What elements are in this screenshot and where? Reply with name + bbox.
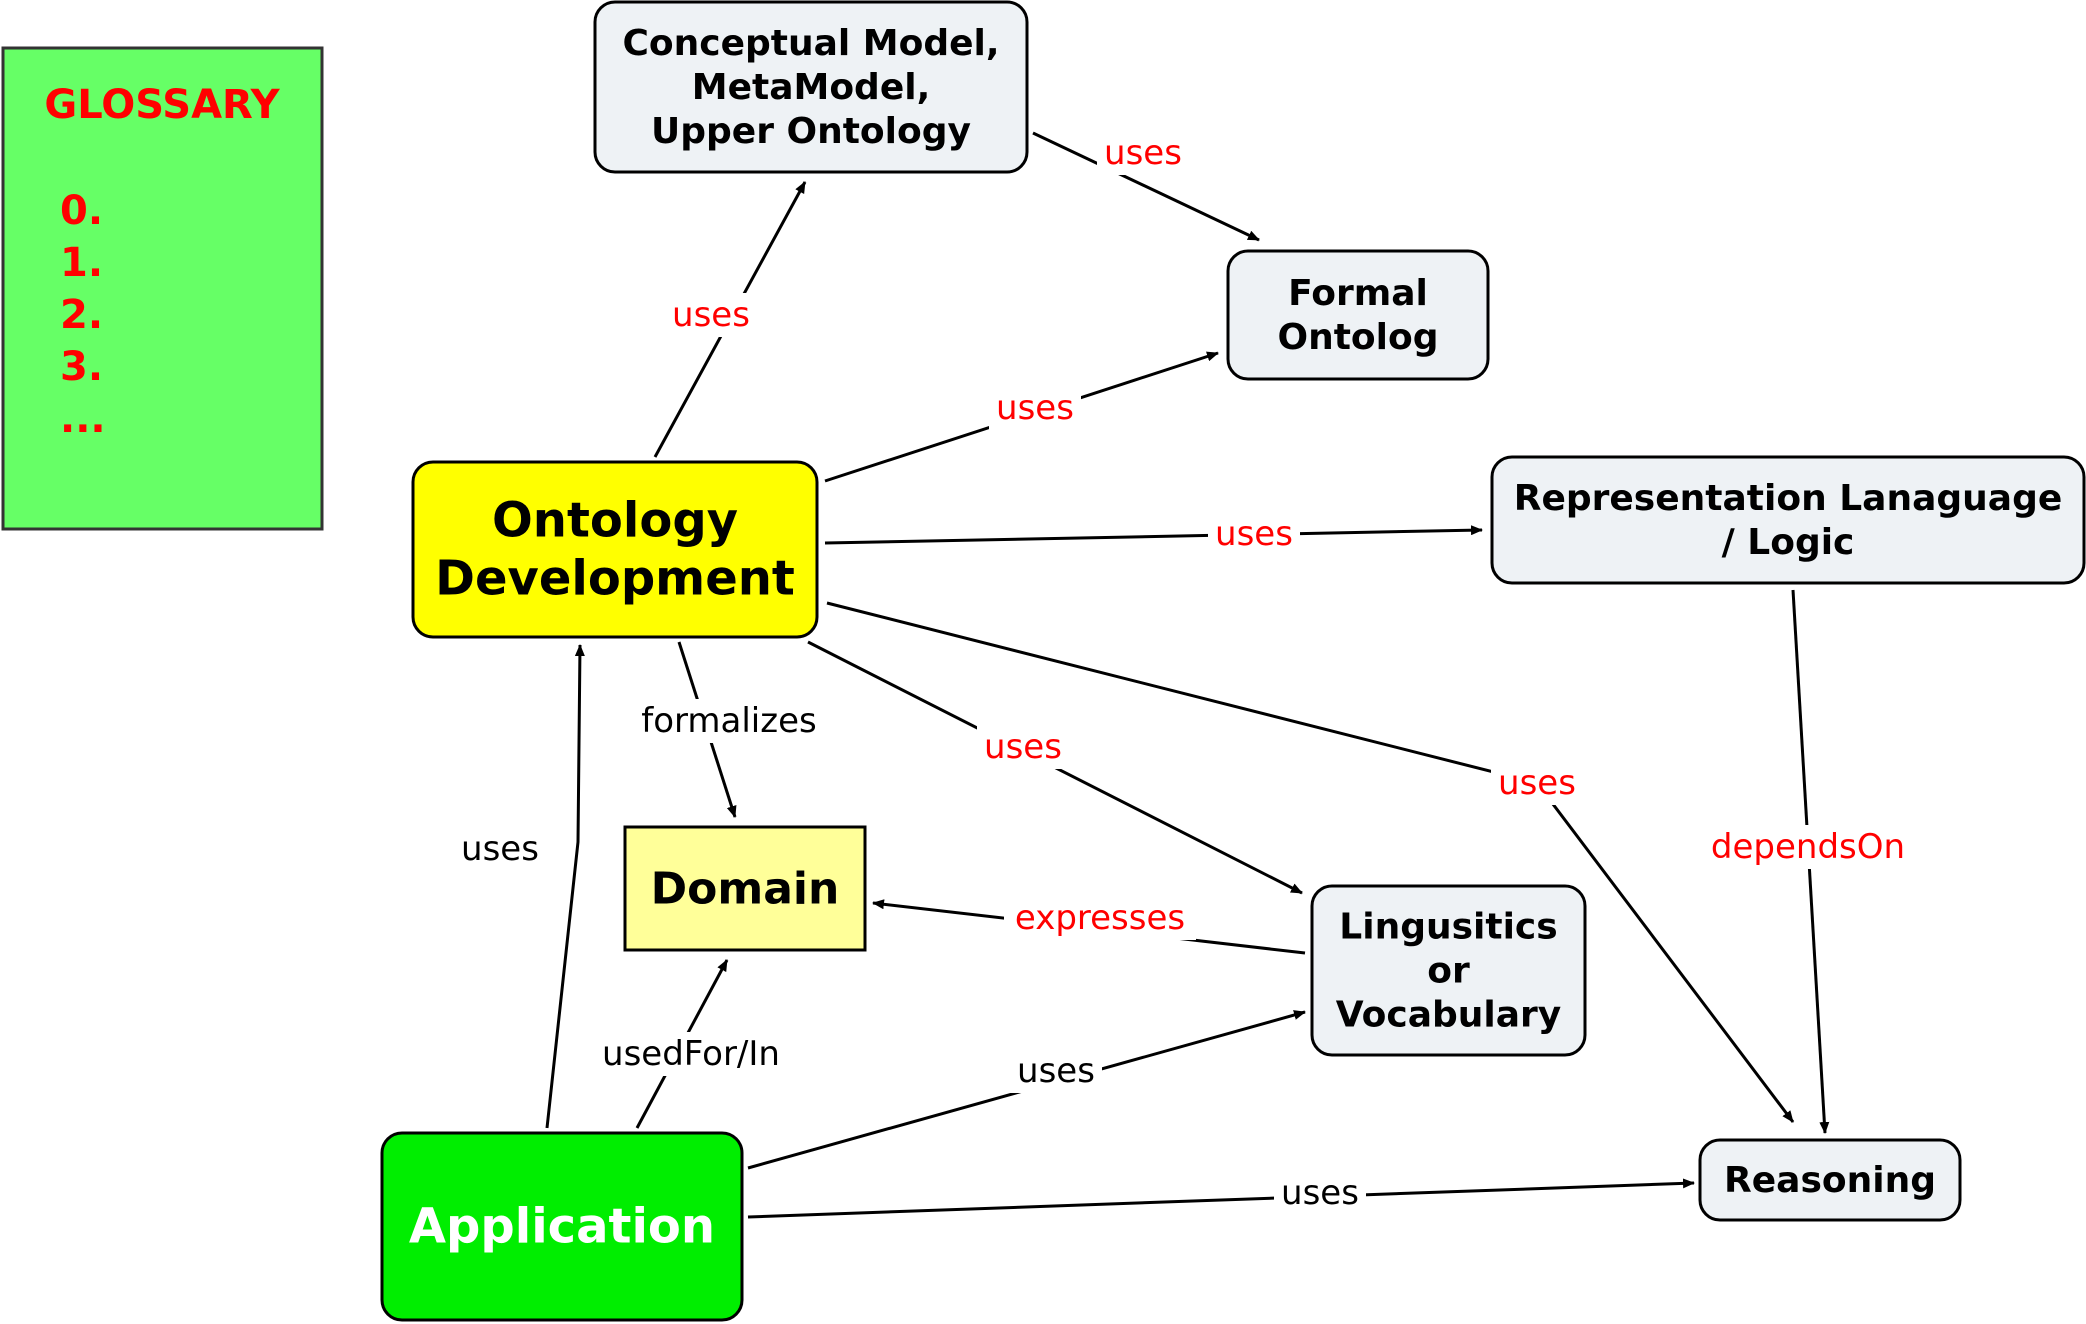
node-label-line: MetaModel, [692, 67, 931, 108]
node-label-line: Development [435, 551, 795, 607]
node-conceptual-model: Conceptual Model,MetaModel,Upper Ontolog… [593, 0, 1029, 174]
node-label-line: or [1427, 951, 1470, 992]
glossary-title: GLOSSARY [44, 82, 280, 128]
edge-app-dom: usedFor/In [585, 959, 797, 1129]
edge-label: uses [996, 388, 1074, 428]
edge-label: uses [1281, 1173, 1359, 1213]
edge-label: uses [1215, 514, 1293, 554]
edge-label-bg [665, 293, 757, 337]
edge-label-bg [1274, 1171, 1366, 1215]
node-label-line: Vocabulary [1336, 995, 1562, 1036]
edge-label: expresses [1015, 898, 1185, 938]
node-box [593, 0, 1029, 174]
glossary-item: 2. [60, 292, 103, 338]
node-label-line: Ontology [492, 493, 738, 549]
edge-label: uses [1017, 1051, 1095, 1091]
edge-label-bg [1097, 131, 1189, 175]
edge-label-bg [977, 725, 1069, 769]
edge-od-ling: uses [807, 640, 1303, 895]
edge-app-ling: uses [747, 1010, 1306, 1170]
glossary-item: 0. [60, 188, 103, 234]
edge-label-bg [585, 1032, 797, 1076]
edges-layer: uses uses uses uses formalizes uses uses depend… [454, 131, 1905, 1219]
edge-label: uses [672, 295, 750, 335]
edge-label: dependsOn [1711, 827, 1905, 867]
edge-label: uses [1104, 133, 1182, 173]
edge-line [545, 644, 585, 1129]
node-label-line: Lingusitics [1339, 907, 1557, 948]
edge-label-bg [1712, 825, 1904, 869]
edge-app-od: uses [454, 644, 585, 1129]
edge-od-cm: uses [653, 181, 807, 458]
node-label-line: Formal [1288, 273, 1428, 314]
node-label-line: / Logic [1722, 522, 1855, 563]
edge-label-bg [1491, 761, 1583, 805]
node-application: Application [380, 1131, 744, 1322]
edge-label: uses [984, 727, 1062, 767]
node-box [623, 825, 867, 952]
edge-line [826, 601, 1795, 1123]
glossary-panel: GLOSSARY 0. 1. 2. 3.... [1, 46, 324, 531]
edge-label-bg [1208, 512, 1300, 556]
edge-label: uses [1498, 763, 1576, 803]
edge-app-reas: uses [747, 1171, 1695, 1219]
edge-label-bg [623, 699, 835, 743]
node-label-line: Upper Ontology [651, 111, 971, 152]
edge-label-bg [1004, 896, 1196, 940]
node-box [1490, 455, 2086, 585]
edge-line [824, 525, 1483, 545]
node-label-line: Reasoning [1724, 1160, 1936, 1201]
edge-ling-dom: expresses [872, 896, 1306, 955]
node-label-line: Ontolog [1277, 317, 1438, 358]
edge-od-reas: uses [826, 601, 1795, 1123]
glossary-box [1, 46, 324, 531]
node-label-line: Representation Lanaguage [1514, 478, 2063, 519]
glossary-item: ... [60, 396, 106, 442]
edge-line [1032, 131, 1260, 242]
edge-label: usedFor/In [602, 1034, 780, 1074]
edge-rl-reas: dependsOn [1711, 589, 1905, 1134]
node-domain: Domain [623, 825, 867, 952]
glossary-item: 3. [60, 344, 103, 390]
edge-od-fo: uses [824, 351, 1219, 483]
edge-cm-fo: uses [1032, 131, 1260, 242]
node-box [1310, 884, 1587, 1057]
edge-label-bg [989, 386, 1081, 430]
node-box [1226, 249, 1490, 381]
node-box [380, 1131, 744, 1322]
edge-od-rl: uses [824, 512, 1483, 556]
node-label-line: Conceptual Model, [622, 23, 999, 64]
node-box [411, 460, 819, 639]
edge-line [747, 1178, 1695, 1219]
edge-label-bg [454, 827, 546, 871]
node-representation-language: Representation Lanaguage/ Logic [1490, 455, 2086, 585]
node-box [1698, 1138, 1962, 1222]
node-reasoning: Reasoning [1698, 1138, 1962, 1222]
edge-label-bg [1010, 1049, 1102, 1093]
node-label-line: Domain [651, 864, 840, 915]
edge-label: formalizes [641, 701, 816, 741]
node-label-line: Application [409, 1199, 715, 1255]
edge-od-dom: formalizes [623, 641, 835, 818]
glossary-item: 1. [60, 240, 103, 286]
edge-label: uses [461, 829, 539, 869]
